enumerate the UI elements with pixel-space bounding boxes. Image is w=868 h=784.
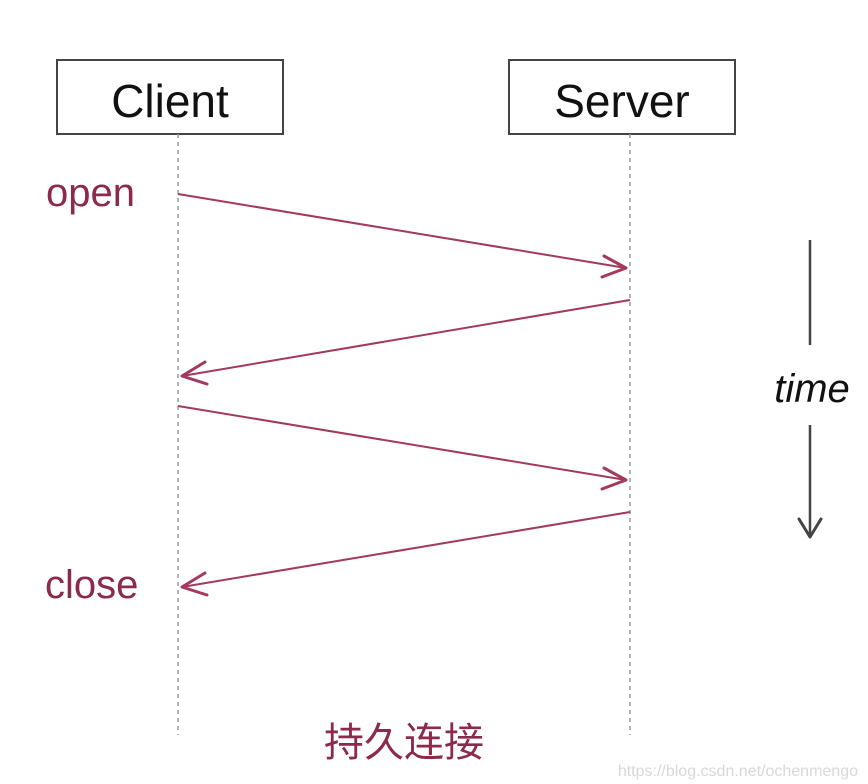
diagram-caption: 持久连接	[324, 720, 484, 766]
client-label: Client	[111, 75, 229, 127]
watermark: https://blog.csdn.net/ochenmengo	[618, 763, 858, 780]
time-label: time	[774, 367, 850, 411]
open-label: open	[46, 171, 135, 215]
time-arrow-down-icon	[797, 517, 823, 539]
message-arrow-1	[177, 193, 628, 279]
client-box-frame	[56, 59, 284, 135]
server-box-frame	[508, 59, 736, 135]
time-axis: time	[774, 240, 850, 539]
close-label: close	[45, 563, 138, 607]
client-box: Client	[56, 59, 284, 135]
message-arrow-3	[177, 405, 628, 491]
message-arrow-2	[180, 299, 631, 386]
server-label: Server	[554, 75, 689, 127]
server-box: Server	[508, 59, 736, 135]
message-arrow-4	[180, 511, 631, 597]
